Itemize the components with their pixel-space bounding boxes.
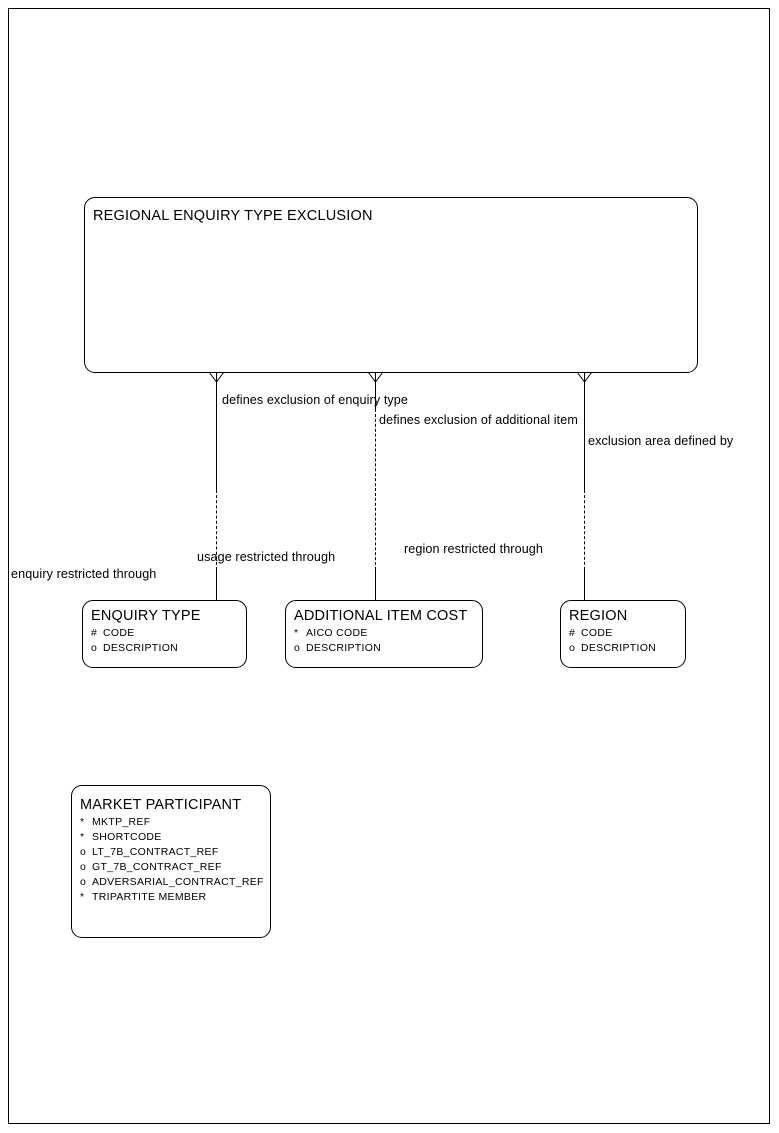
attribute-label: DESCRIPTION xyxy=(103,642,179,654)
attribute-marker: o xyxy=(80,861,87,873)
attribute-row: * SHORTCODE xyxy=(80,830,271,845)
relationship-line-enquiry-type-middle xyxy=(216,490,217,570)
attribute-label: LT_7B_CONTRACT_REF xyxy=(92,846,219,858)
attribute-row: * MKTP_REF xyxy=(80,815,271,830)
attribute-label: MKTP_REF xyxy=(92,816,151,828)
attribute-label: DESCRIPTION xyxy=(306,642,382,654)
attribute-row: * TRIPARTITE MEMBER xyxy=(80,890,271,905)
attribute-row: # CODE xyxy=(91,626,178,641)
entity-market-participant[interactable] xyxy=(71,785,271,938)
attribute-label: GT_7B_CONTRACT_REF xyxy=(92,861,222,873)
relationship-label-region-restricted-through: region restricted through xyxy=(404,542,544,556)
relationship-label-defines-exclusion-of-additional-item: defines exclusion of additional item xyxy=(379,413,578,427)
relationship-line-enquiry-type-upper xyxy=(216,376,217,490)
attribute-label: DESCRIPTION xyxy=(581,642,657,654)
attribute-list-region: # CODE o DESCRIPTION xyxy=(569,626,656,656)
attribute-marker: # xyxy=(91,627,98,639)
relationship-line-region-middle xyxy=(584,490,585,570)
attribute-row: * AICO CODE xyxy=(294,626,381,641)
attribute-marker: # xyxy=(569,627,576,639)
attribute-label: CODE xyxy=(581,627,613,639)
attribute-row: o LT_7B_CONTRACT_REF xyxy=(80,845,271,860)
attribute-marker: o xyxy=(91,642,98,654)
entity-title-market-participant: MARKET PARTICIPANT xyxy=(80,797,242,813)
attribute-row: o DESCRIPTION xyxy=(569,641,656,656)
attribute-label: SHORTCODE xyxy=(92,831,162,843)
relationship-line-region-upper xyxy=(584,376,585,490)
crowsfoot-icon-enquiry-type xyxy=(208,371,225,383)
relationship-line-additional-item-middle xyxy=(375,409,376,570)
entity-additional-item-cost[interactable] xyxy=(285,600,483,668)
relationship-label-exclusion-area-defined-by: exclusion area defined by xyxy=(588,434,734,448)
attribute-row: o DESCRIPTION xyxy=(91,641,178,656)
attribute-row: # CODE xyxy=(569,626,656,641)
attribute-label: CODE xyxy=(103,627,135,639)
attribute-row: o GT_7B_CONTRACT_REF xyxy=(80,860,271,875)
entity-title-region: REGION xyxy=(569,608,628,624)
attribute-row: o ADVERSARIAL_CONTRACT_REF xyxy=(80,875,271,890)
relationship-line-region-lower xyxy=(584,570,585,600)
relationship-line-additional-item-lower xyxy=(375,570,376,600)
entity-enquiry-type[interactable] xyxy=(82,600,247,668)
attribute-list-enquiry-type: # CODE o DESCRIPTION xyxy=(91,626,178,656)
attribute-marker: o xyxy=(80,846,87,858)
relationship-line-additional-item-upper xyxy=(375,376,376,409)
attribute-row: o DESCRIPTION xyxy=(294,641,381,656)
attribute-marker: o xyxy=(569,642,576,654)
entity-regional-enquiry-type-exclusion[interactable] xyxy=(84,197,698,373)
crowsfoot-icon-region xyxy=(576,371,593,383)
crowsfoot-icon-additional-item xyxy=(367,371,384,383)
relationship-line-enquiry-type-lower xyxy=(216,570,217,600)
attribute-marker: * xyxy=(80,891,85,903)
attribute-marker: o xyxy=(294,642,301,654)
relationship-label-usage-restricted-through: usage restricted through xyxy=(197,550,336,564)
attribute-list-market-participant: * MKTP_REF * SHORTCODE o LT_7B_CONTRACT_REF… xyxy=(80,815,271,905)
entity-region[interactable] xyxy=(560,600,686,668)
entity-title-enquiry-type: ENQUIRY TYPE xyxy=(91,608,201,624)
attribute-label: TRIPARTITE MEMBER xyxy=(92,891,207,903)
relationship-label-enquiry-restricted-through: enquiry restricted through xyxy=(11,567,157,581)
attribute-marker: * xyxy=(80,831,85,843)
entity-title-regional-enquiry-type-exclusion: REGIONAL ENQUIRY TYPE EXCLUSION xyxy=(93,208,373,224)
attribute-label: ADVERSARIAL_CONTRACT_REF xyxy=(92,876,264,888)
entity-title-additional-item-cost: ADDITIONAL ITEM COST xyxy=(294,608,468,624)
relationship-label-defines-exclusion-of-enquiry-type: defines exclusion of enquiry type xyxy=(222,393,409,407)
page-border xyxy=(8,8,770,1124)
attribute-marker: * xyxy=(294,627,299,639)
attribute-label: AICO CODE xyxy=(306,627,368,639)
attribute-marker: o xyxy=(80,876,87,888)
attribute-list-additional-item-cost: * AICO CODE o DESCRIPTION xyxy=(294,626,381,656)
attribute-marker: * xyxy=(80,816,85,828)
